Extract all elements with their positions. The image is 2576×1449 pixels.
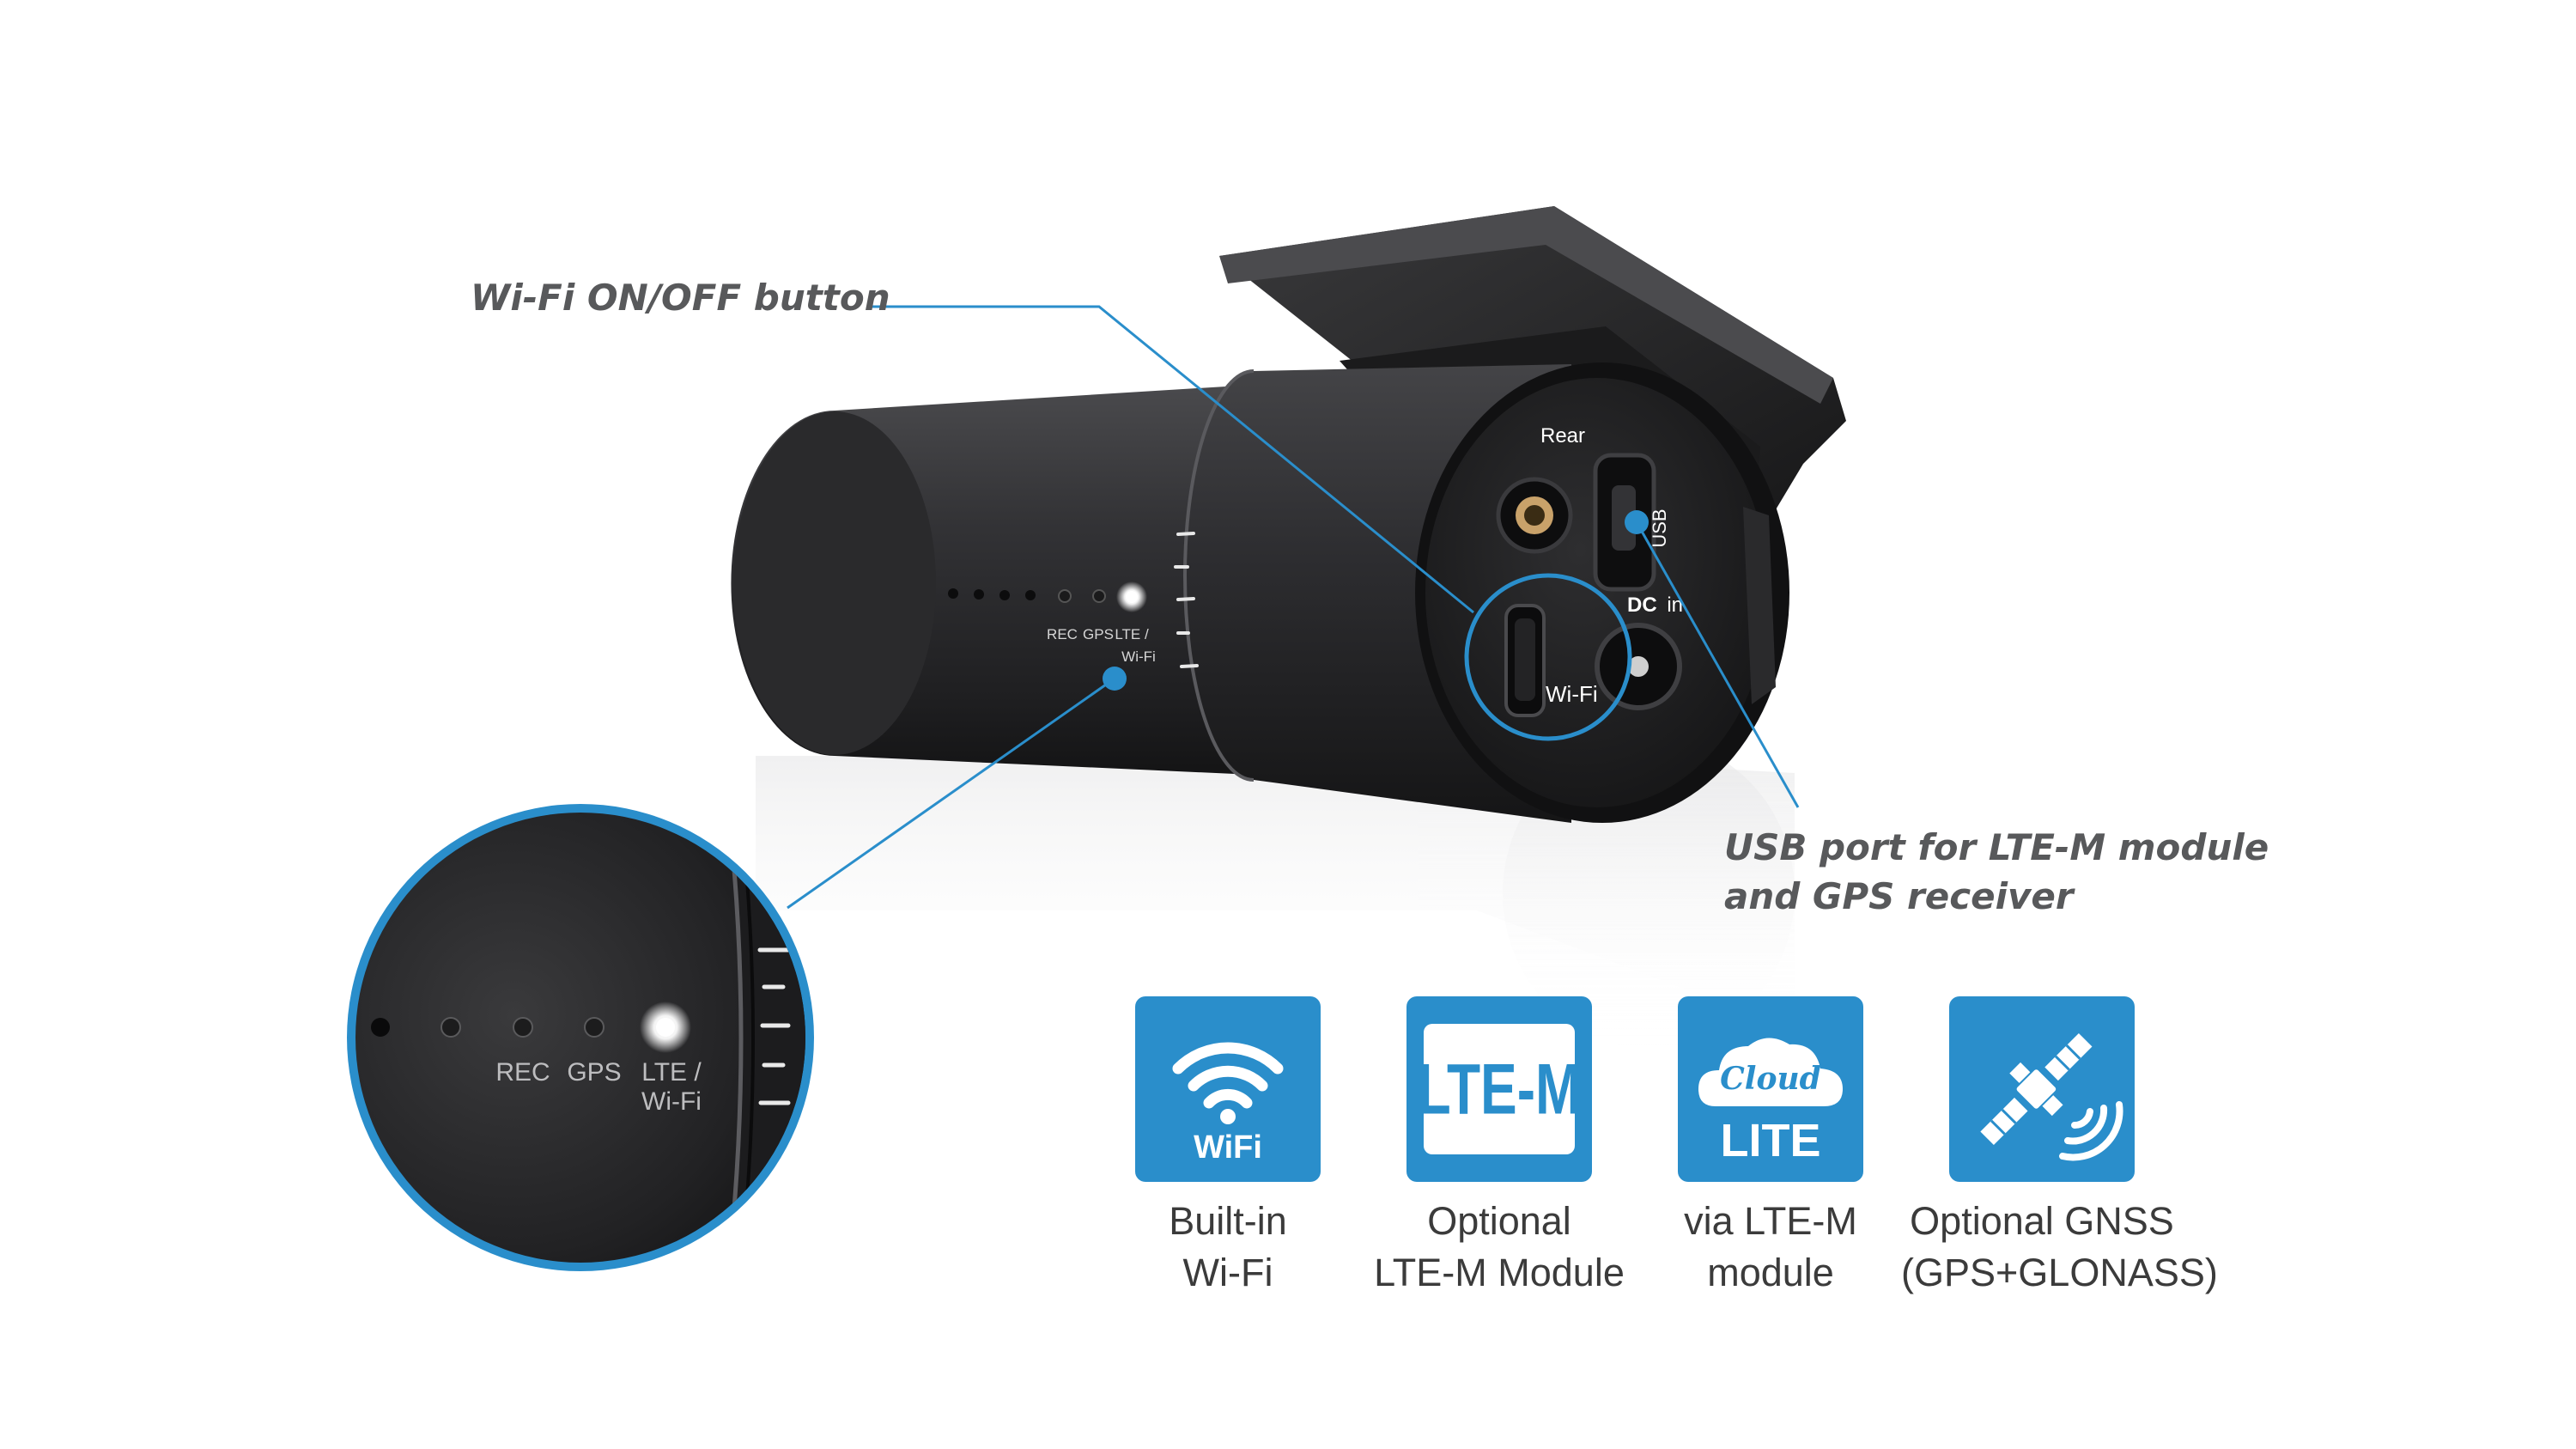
zoom-label-wifi: Wi-Fi	[641, 1087, 702, 1116]
feature-gnss-caption: Optional GNSS (GPS+GLONASS)	[1901, 1196, 2218, 1299]
rear-port-label: Rear	[1540, 424, 1585, 447]
feature-cloud-caption-line1: via LTE-M	[1684, 1199, 1857, 1243]
usb-port-callout: USB port for LTE-M module and GPS receiv…	[1724, 823, 2269, 921]
body-label-wifi: Wi-Fi	[1121, 648, 1156, 665]
camera-rear-face	[1415, 362, 1789, 823]
wifi-button-label: Wi-Fi	[1546, 681, 1598, 707]
lite-tile-text: LITE	[1721, 1115, 1821, 1166]
lte-m-icon: LTE-M	[1406, 996, 1592, 1182]
led-zoom-bubble	[347, 804, 814, 1271]
lte-m-tile-text: LTE-M	[1418, 1049, 1582, 1129]
wifi-icon: WiFi	[1135, 996, 1321, 1182]
dcin-label: DC in	[1627, 594, 1683, 617]
callout-lines	[787, 305, 1800, 910]
led-pointer-dot	[1103, 667, 1127, 691]
feature-cloud-caption: via LTE-M module	[1630, 1196, 1911, 1299]
feature-lte-m-caption-line2: LTE-M Module	[1374, 1251, 1625, 1294]
feature-gnss-caption-line2: (GPS+GLONASS)	[1901, 1251, 2218, 1294]
body-label-lte: LTE /	[1115, 626, 1149, 642]
zoom-label-gps: GPS	[567, 1058, 621, 1087]
feature-wifi-caption: Built-in Wi-Fi	[1087, 1196, 1369, 1299]
feature-gnss-caption-line1: Optional GNSS	[1910, 1199, 2174, 1243]
zoom-label-rec: REC	[495, 1058, 550, 1087]
usb-port-callout-line2: and GPS receiver	[1724, 875, 2074, 917]
usb-port-label: USB	[1649, 508, 1670, 547]
wifi-tile-text: WiFi	[1194, 1129, 1262, 1166]
feature-cloud-caption-line2: module	[1707, 1251, 1834, 1294]
cloud-tile-text: Cloud	[1720, 1061, 1821, 1097]
usb-port-callout-line1: USB port for LTE-M module	[1724, 826, 2269, 868]
wifi-button-callout: Wi-Fi ON/OFF button	[471, 277, 890, 319]
cloud-lite-icon: Cloud LITE	[1678, 996, 1863, 1182]
feature-lte-m-caption-line1: Optional	[1427, 1199, 1571, 1243]
zoom-label-lte: LTE /	[641, 1058, 702, 1087]
body-label-rec: REC	[1047, 626, 1078, 642]
feature-wifi-caption-line1: Built-in	[1169, 1199, 1287, 1243]
feature-wifi-caption-line2: Wi-Fi	[1182, 1251, 1273, 1294]
feature-lte-m-caption: Optional LTE-M Module	[1358, 1196, 1640, 1299]
satellite-icon	[1949, 996, 2135, 1182]
body-label-gps: GPS	[1083, 626, 1114, 642]
